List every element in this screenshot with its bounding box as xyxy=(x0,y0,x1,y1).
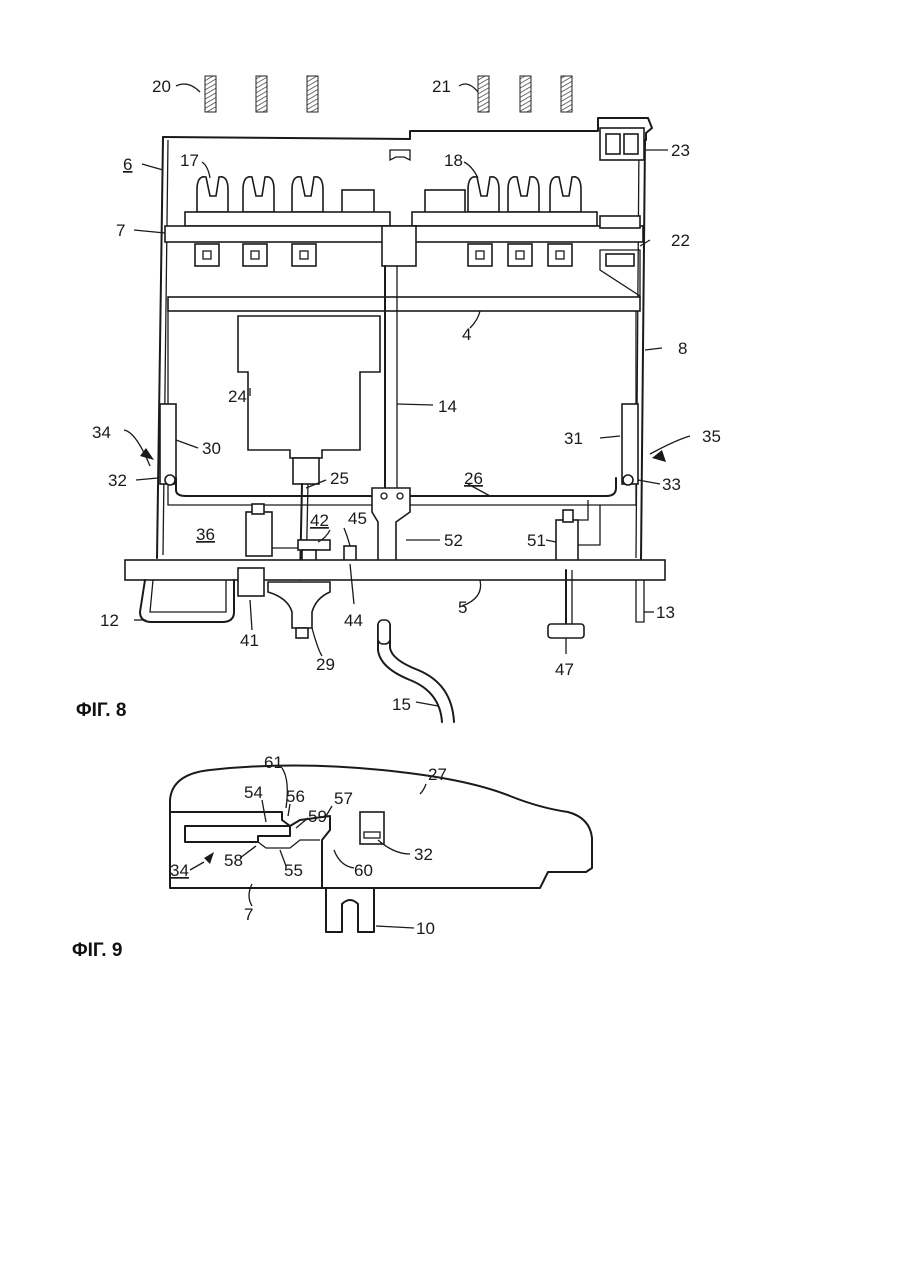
bracket-22 xyxy=(600,216,640,296)
label-47: 47 xyxy=(555,660,574,679)
fig9-label-56: 56 xyxy=(286,787,305,806)
fig9-label-27: 27 xyxy=(428,765,447,784)
side-bracket-31 xyxy=(622,404,638,484)
terminal-base-left xyxy=(185,212,390,226)
knob-29 xyxy=(268,582,330,628)
figure-8: 20 21 23 6 17 18 7 22 4 8 24 14 34 30 31… xyxy=(76,76,721,722)
label-36: 36 xyxy=(196,525,215,544)
label-34: 34 xyxy=(92,423,111,442)
label-8: 8 xyxy=(678,339,687,358)
arrow-34-fig9 xyxy=(204,852,214,864)
fig9-label-32: 32 xyxy=(414,845,433,864)
label-6: 6 xyxy=(123,155,132,174)
fig9-label-10: 10 xyxy=(416,919,435,938)
label-26: 26 xyxy=(464,469,483,488)
base-plate-5 xyxy=(125,560,665,580)
leader-lines-fig8 xyxy=(124,84,690,706)
figure-9: 61 27 54 56 57 59 32 34 58 55 60 7 10 ΦΙ… xyxy=(72,753,592,961)
part-41 xyxy=(238,568,264,596)
label-41: 41 xyxy=(240,631,259,650)
fig9-label-57: 57 xyxy=(334,789,353,808)
fig9-label-60: 60 xyxy=(354,861,373,880)
fork-10 xyxy=(326,888,374,932)
handle-12 xyxy=(140,580,234,622)
figure-8-caption: ΦΙГ. 8 xyxy=(76,700,126,721)
figure-9-caption: ΦΙГ. 9 xyxy=(72,940,122,961)
label-20: 20 xyxy=(152,77,171,96)
side-bracket-30 xyxy=(160,404,176,484)
fig9-label-61: 61 xyxy=(264,753,283,772)
label-4: 4 xyxy=(462,325,471,344)
motor-coupling xyxy=(293,458,319,484)
slot-54 xyxy=(185,826,290,842)
contact-bars-21 xyxy=(478,76,572,112)
label-52: 52 xyxy=(444,531,463,550)
label-45: 45 xyxy=(348,509,367,528)
label-5: 5 xyxy=(458,598,467,617)
fig9-label-34: 34 xyxy=(170,861,189,880)
label-23: 23 xyxy=(671,141,690,160)
foot-13 xyxy=(636,580,644,622)
contact-bars-20 xyxy=(205,76,318,112)
fig9-label-58: 58 xyxy=(224,851,243,870)
connector-23 xyxy=(600,128,644,160)
label-51: 51 xyxy=(527,531,546,550)
label-7: 7 xyxy=(116,221,125,240)
label-42: 42 xyxy=(310,511,329,530)
label-32: 32 xyxy=(108,471,127,490)
label-17: 17 xyxy=(180,151,199,170)
plate-4 xyxy=(168,297,640,311)
label-31: 31 xyxy=(564,429,583,448)
fig9-label-54: 54 xyxy=(244,783,263,802)
label-12: 12 xyxy=(100,611,119,630)
label-15: 15 xyxy=(392,695,411,714)
label-29: 29 xyxy=(316,655,335,674)
label-44: 44 xyxy=(344,611,363,630)
terminal-clips-18 xyxy=(425,177,581,214)
fig9-label-7: 7 xyxy=(244,905,253,924)
motor-24 xyxy=(238,316,380,458)
label-24: 24 xyxy=(228,387,247,406)
leader-lines-fig9 xyxy=(190,768,426,928)
terminal-clips-17 xyxy=(197,177,374,214)
block-32 xyxy=(360,812,384,844)
label-21: 21 xyxy=(432,77,451,96)
label-14: 14 xyxy=(438,397,457,416)
label-13: 13 xyxy=(656,603,675,622)
fig9-label-59: 59 xyxy=(308,807,327,826)
label-33: 33 xyxy=(662,475,681,494)
label-18: 18 xyxy=(444,151,463,170)
label-22: 22 xyxy=(671,231,690,250)
fig9-label-55: 55 xyxy=(284,861,303,880)
label-30: 30 xyxy=(202,439,221,458)
label-25: 25 xyxy=(330,469,349,488)
top-tab xyxy=(390,150,410,160)
terminal-base-right xyxy=(412,212,597,226)
center-block xyxy=(382,226,416,266)
label-35: 35 xyxy=(702,427,721,446)
